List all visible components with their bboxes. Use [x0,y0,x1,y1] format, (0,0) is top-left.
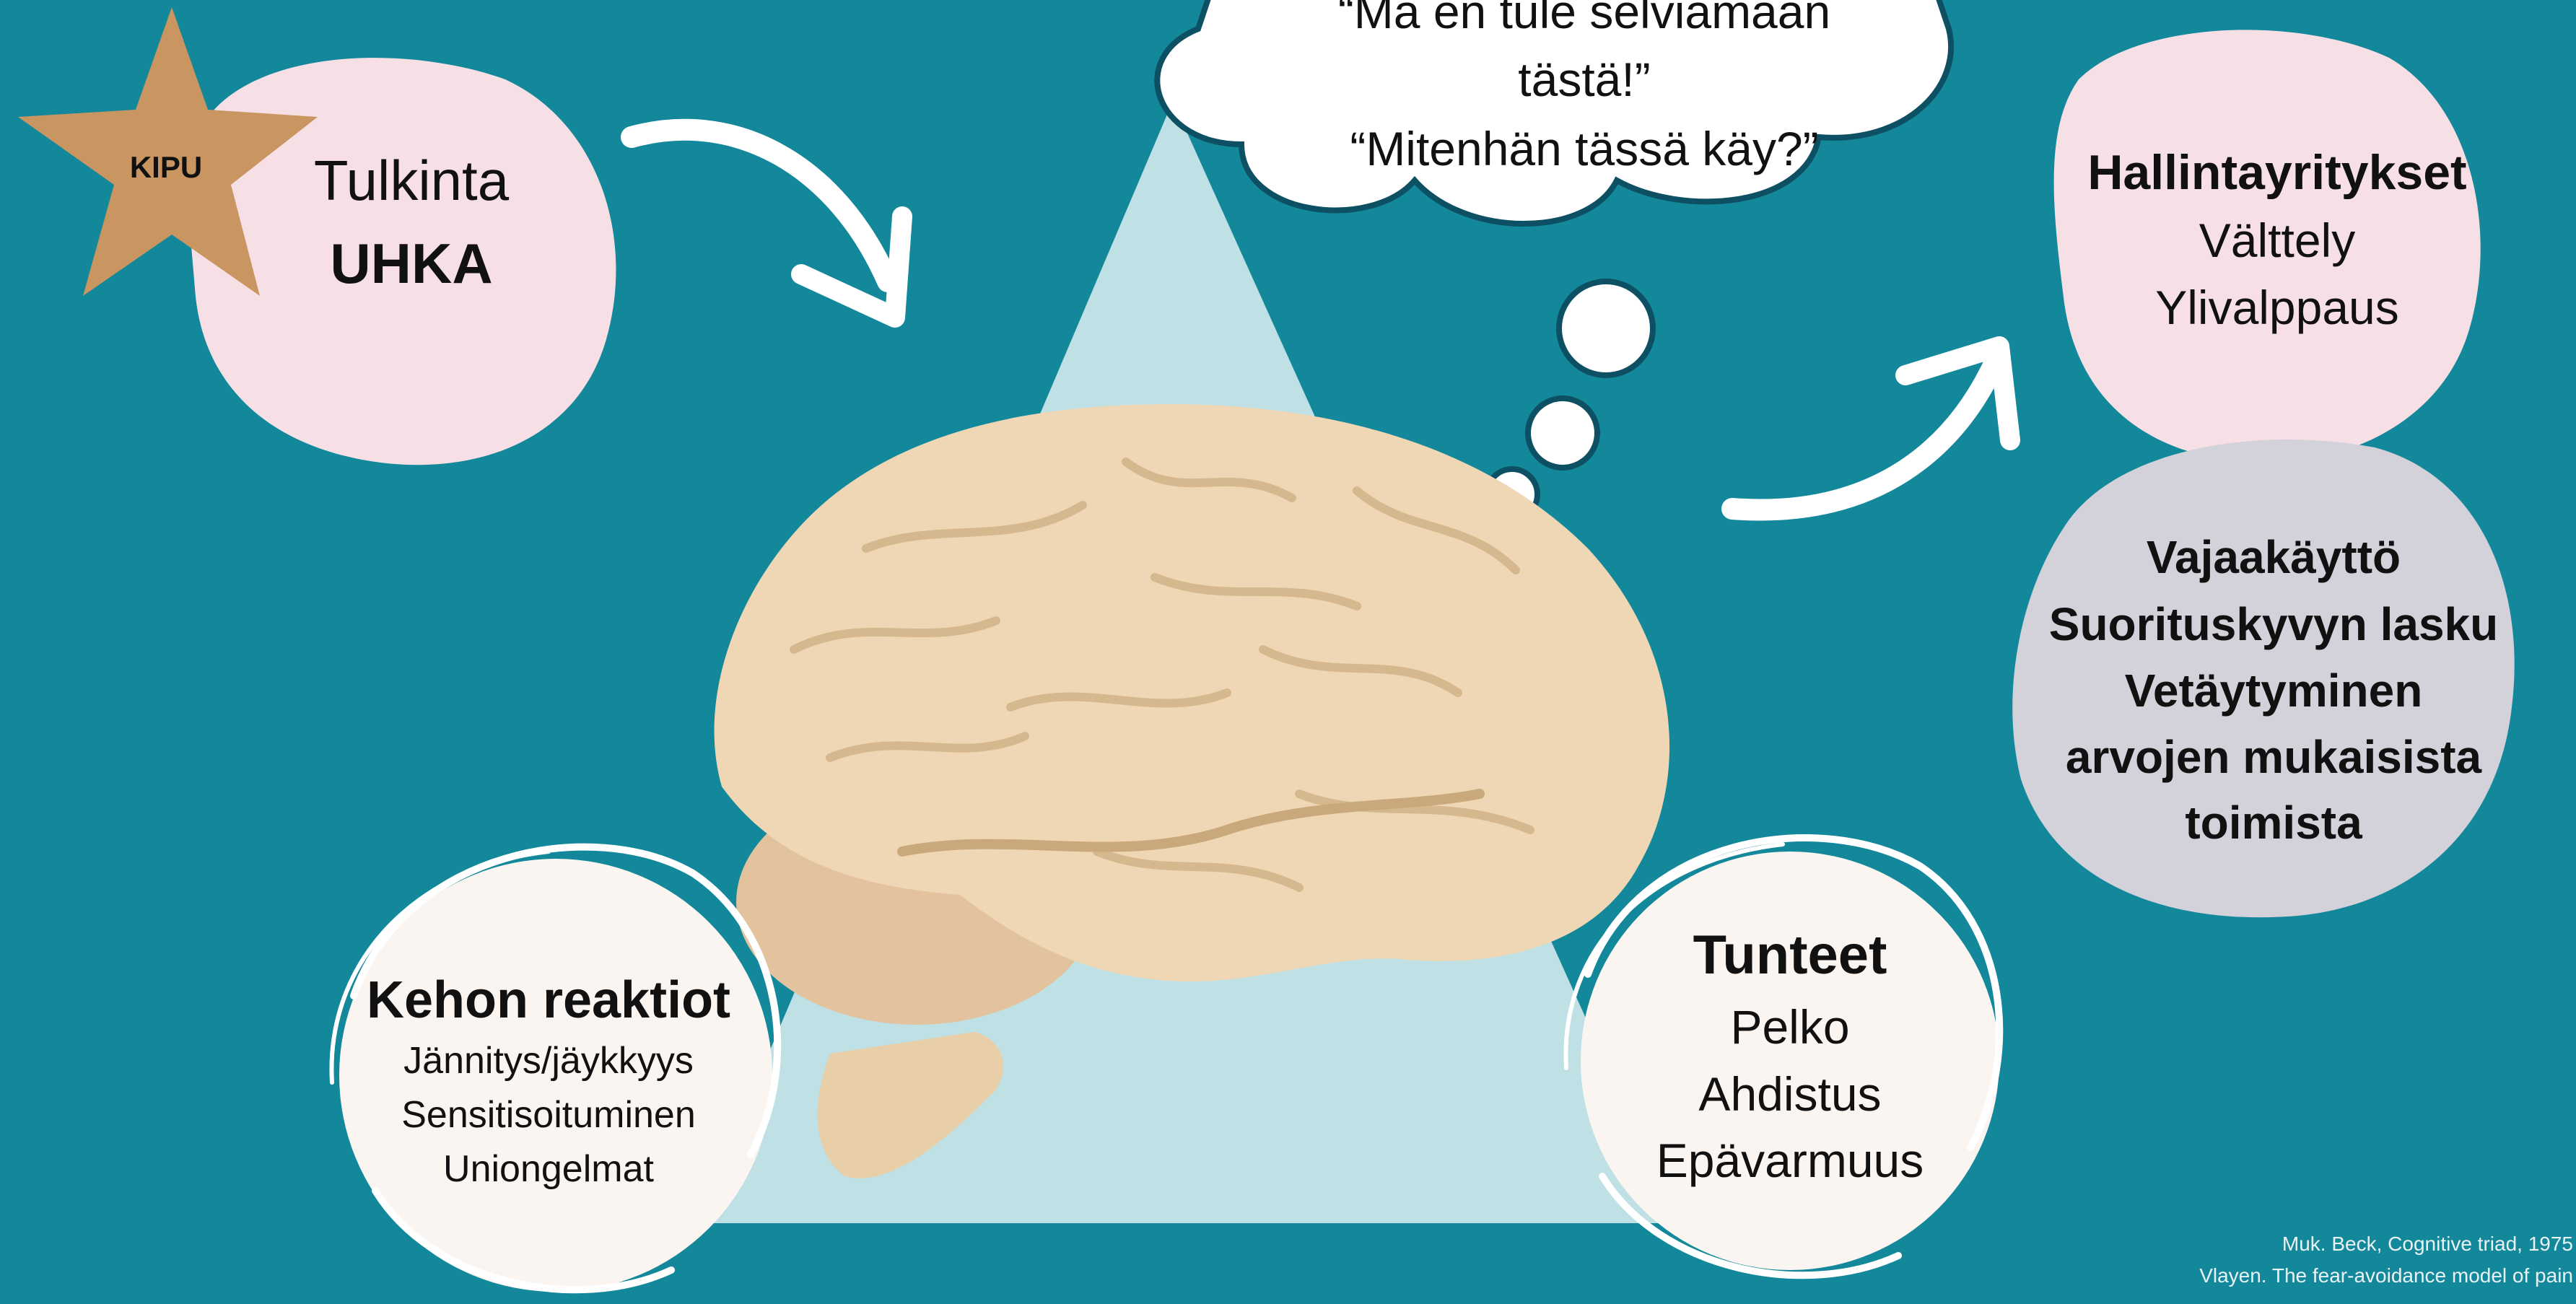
kehon-item: Sensitisoituminen [332,1093,765,1137]
seuraukset-item: Vetäytyminen [2014,664,2533,717]
kehon-item: Jännitys/jäykkyys [332,1039,765,1082]
thought-line-3: “Mitenhän tässä käy?” [1198,121,1970,176]
kehon-title: Kehon reaktiot [332,971,765,1030]
credit-line-1: Muk. Beck, Cognitive triad, 1975 [1924,1233,2573,1256]
seuraukset-item: toimista [2014,796,2533,849]
tunteet-title: Tunteet [1588,924,1992,986]
hallinta-item: Välttely [2061,213,2494,268]
seuraukset-item: Vajaakäyttö [2014,530,2533,584]
credit-line-2: Vlayen. The fear-avoidance model of pain [1924,1264,2573,1287]
arrow-icon [632,130,902,318]
arrow-icon [1732,346,2010,509]
tunteet-item: Pelko [1588,999,1992,1054]
hallinta-title: Hallintayritykset [2061,144,2494,201]
tulkinta-threat: UHKA [267,231,556,297]
seuraukset-item: arvojen mukaisista [2014,730,2533,784]
kehon-item: Uniongelmat [332,1147,765,1191]
star-label: KIPU [108,150,224,185]
tulkinta-title: Tulkinta [267,148,556,214]
thought-line-2: tästä!” [1198,52,1970,107]
tunteet-circle [1566,838,1999,1275]
thought-line-1: “Mä en tule selviämään [1198,0,1970,39]
tunteet-item: Ahdistus [1588,1067,1992,1121]
hallinta-item: Ylivalppaus [2061,280,2494,335]
seuraukset-item: Suorituskyvyn lasku [2014,598,2533,651]
tunteet-item: Epävarmuus [1588,1133,1992,1188]
